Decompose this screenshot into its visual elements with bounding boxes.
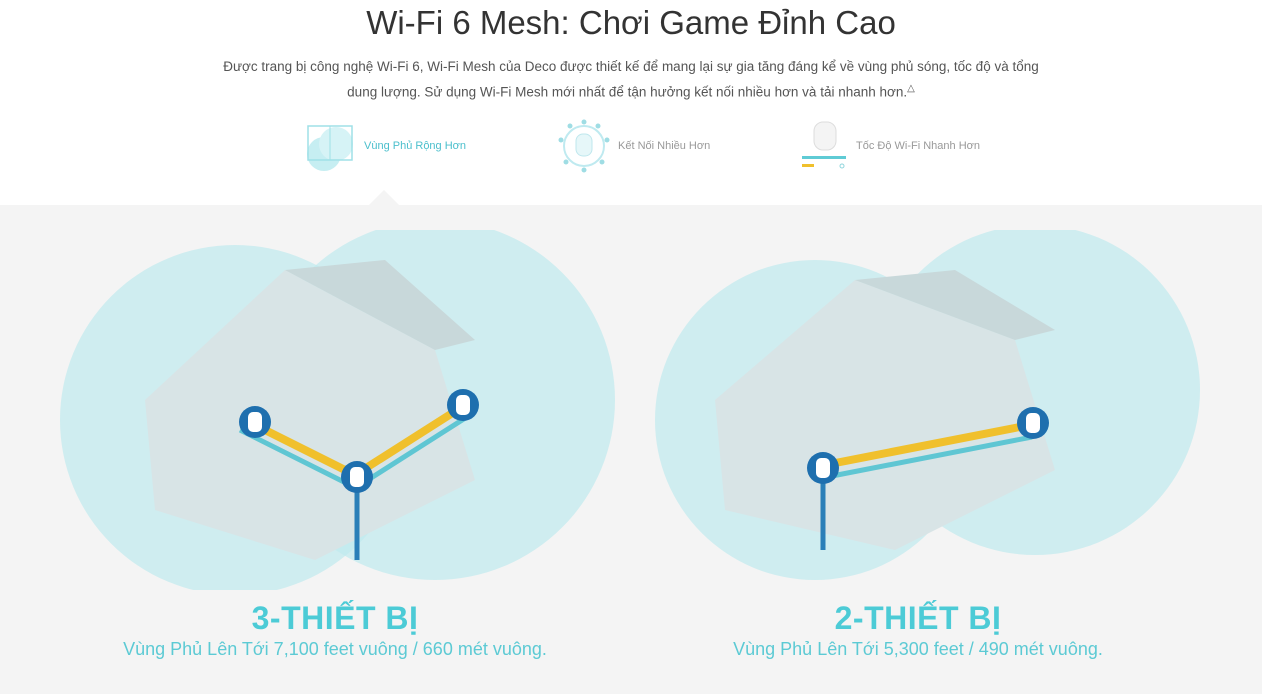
active-tab-indicator bbox=[368, 190, 400, 206]
deco-unit bbox=[807, 452, 839, 484]
panel-heading: 3-THIẾT BỊ bbox=[251, 600, 419, 636]
deco-unit bbox=[239, 406, 271, 438]
two-device-illustration bbox=[655, 230, 1200, 580]
feature-tabs: Vùng Phủ Rộng Hơn Kết Nối Nhiều Hơn Tốc … bbox=[0, 118, 1262, 178]
three-device-illustration bbox=[60, 230, 615, 590]
connections-icon bbox=[558, 119, 610, 173]
panel-2-device-caption: 2-THIẾT BỊ Vùng Phủ Lên Tới 5,300 feet /… bbox=[618, 600, 1218, 660]
footnote-mark[interactable]: △ bbox=[907, 83, 915, 94]
panel-subtitle: Vùng Phủ Lên Tới 7,100 feet vuông / 660 … bbox=[123, 639, 547, 659]
page-title: Wi-Fi 6 Mesh: Chơi Game Đỉnh Cao bbox=[366, 4, 896, 41]
tab-speed[interactable]: Tốc Độ Wi-Fi Nhanh Hơn bbox=[800, 118, 980, 174]
tab-label: Vùng Phủ Rộng Hơn bbox=[364, 140, 467, 152]
panel-3-device-caption: 3-THIẾT BỊ Vùng Phủ Lên Tới 7,100 feet v… bbox=[35, 600, 635, 660]
tab-connections[interactable]: Kết Nối Nhiều Hơn bbox=[556, 118, 710, 174]
tab-coverage[interactable]: Vùng Phủ Rộng Hơn bbox=[302, 118, 466, 174]
description-text: Được trang bị công nghệ Wi-Fi 6, Wi-Fi M… bbox=[223, 59, 1039, 100]
coverage-icon bbox=[307, 125, 353, 171]
deco-unit bbox=[447, 389, 479, 421]
panel-subtitle: Vùng Phủ Lên Tới 5,300 feet / 490 mét vu… bbox=[733, 639, 1103, 659]
description: Được trang bị công nghệ Wi-Fi 6, Wi-Fi M… bbox=[211, 56, 1051, 104]
tab-label: Tốc Độ Wi-Fi Nhanh Hơn bbox=[856, 140, 980, 152]
deco-unit bbox=[341, 461, 373, 493]
panel-heading: 2-THIẾT BỊ bbox=[834, 600, 1002, 636]
speed-icon bbox=[802, 121, 846, 169]
deco-unit bbox=[1017, 407, 1049, 439]
tab-label: Kết Nối Nhiều Hơn bbox=[618, 140, 711, 152]
